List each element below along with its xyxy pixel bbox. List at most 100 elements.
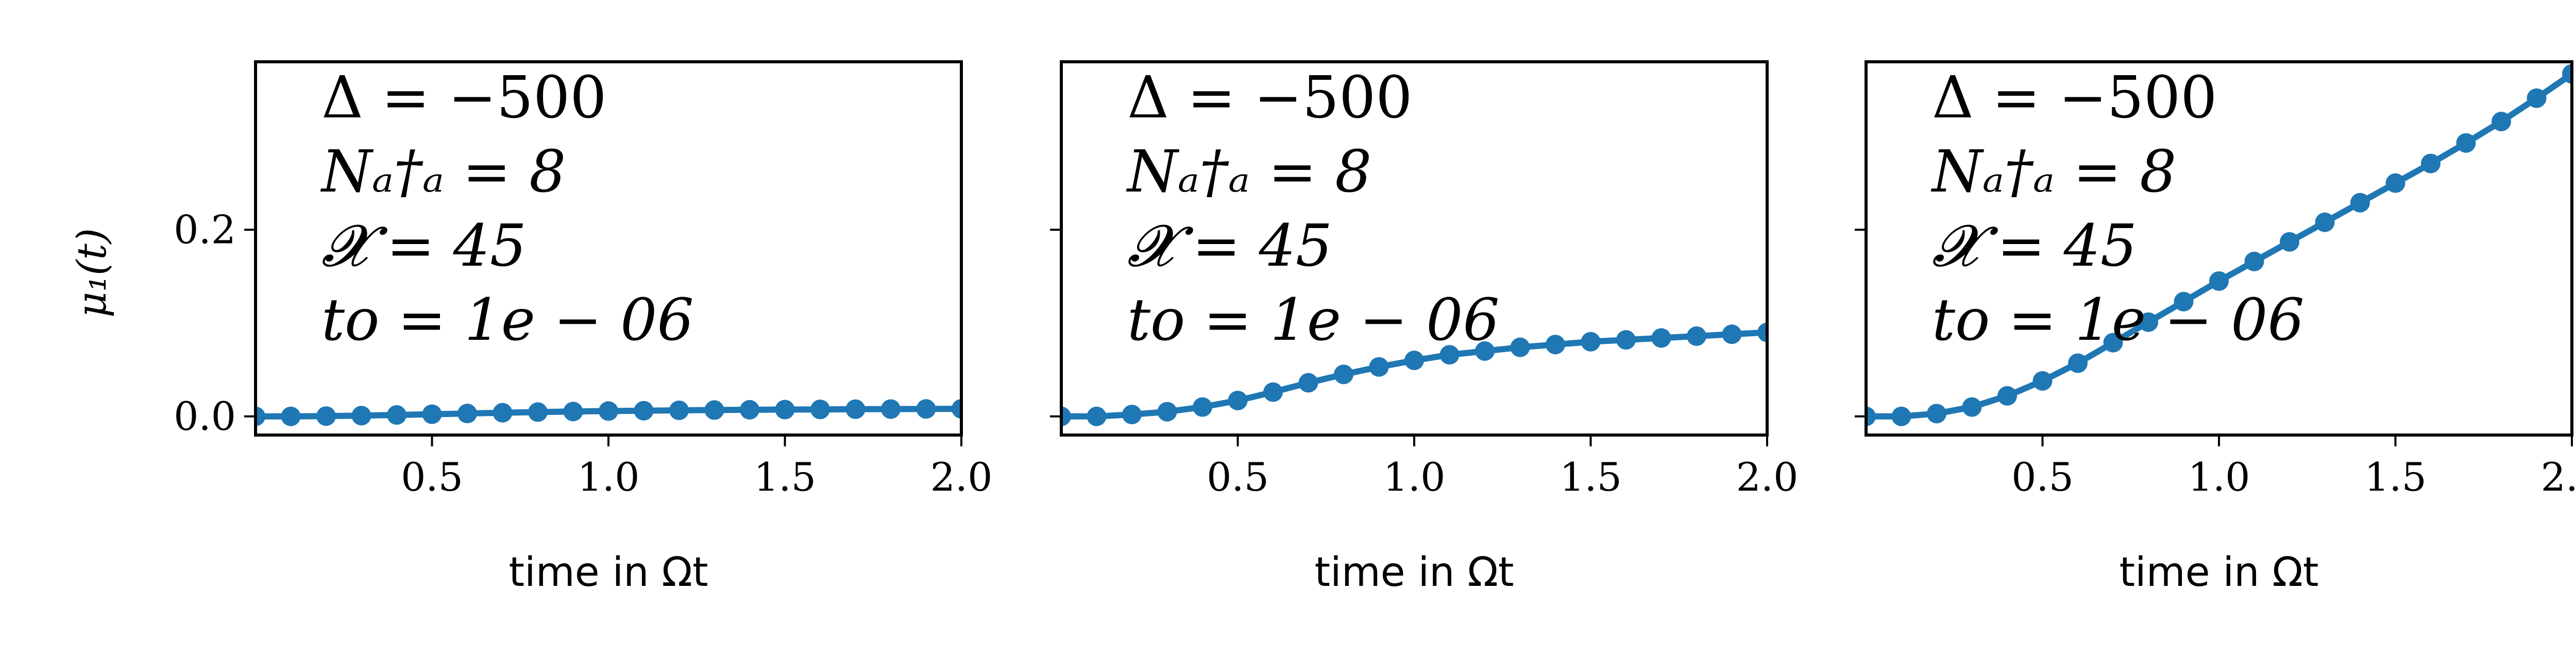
data-point xyxy=(634,401,654,421)
y-axis-label: μ₁(t) xyxy=(69,228,115,318)
x-tick-label: 1.5 xyxy=(1560,454,1622,500)
x-tick-label: 1.0 xyxy=(578,454,640,500)
data-point xyxy=(2174,291,2194,311)
data-point xyxy=(457,404,477,424)
data-point xyxy=(2139,312,2158,332)
data-point xyxy=(1157,402,1177,422)
data-point xyxy=(2315,212,2335,232)
x-tick-label: 1.5 xyxy=(754,454,816,500)
data-point xyxy=(1298,373,1318,393)
annotation-text: Nₐ†ₐ = 8 xyxy=(1930,138,2176,205)
y-tick-label: 0.0 xyxy=(174,393,236,439)
annotation-text: 𝓧 = 45 xyxy=(1932,213,2137,280)
data-point xyxy=(1757,322,1767,342)
data-point xyxy=(1439,345,1460,365)
data-point xyxy=(1866,406,1876,426)
data-point xyxy=(1687,326,1706,346)
annotation-text: to = 1e − 06 xyxy=(321,287,694,354)
x-axis-label: time in Ωt xyxy=(2119,549,2318,596)
x-tick-label: 0.5 xyxy=(2011,454,2074,500)
data-point xyxy=(2492,112,2511,131)
data-point xyxy=(810,400,830,420)
data-point xyxy=(2456,133,2476,153)
x-tick-label: 2.0 xyxy=(1736,454,1799,500)
annotation-text: Δ = −500 xyxy=(1932,64,2217,131)
data-point xyxy=(740,400,759,420)
data-point xyxy=(1193,397,1212,417)
data-point xyxy=(2280,232,2299,252)
data-point xyxy=(916,399,936,419)
data-point xyxy=(1546,335,1565,355)
data-point xyxy=(316,406,336,426)
data-point xyxy=(528,402,548,422)
data-point xyxy=(1404,351,1424,370)
data-point xyxy=(1087,406,1107,426)
data-point xyxy=(1334,365,1353,385)
y-tick-label: 0.2 xyxy=(174,206,236,252)
data-point xyxy=(1510,337,1530,357)
annotation-text: Δ = −500 xyxy=(1127,64,1413,131)
data-point xyxy=(1616,330,1636,350)
data-point xyxy=(1962,397,1982,417)
data-point xyxy=(1061,406,1071,426)
data-point xyxy=(2385,173,2405,193)
data-point xyxy=(1475,341,1495,361)
data-point xyxy=(845,399,866,419)
data-point xyxy=(2068,353,2088,373)
annotation-text: to = 1e − 06 xyxy=(1932,287,2304,354)
data-point xyxy=(563,402,583,422)
axes-frame xyxy=(254,60,963,437)
data-point xyxy=(599,401,618,421)
data-point xyxy=(1651,328,1671,348)
subplot-1: 0.5 1.0 1.5 2.0 0.0 0.2 time in Ωt Δ = −500Nₐ†ₐ… xyxy=(174,60,993,596)
x-tick-label: 2.0 xyxy=(930,454,993,500)
data-point xyxy=(2209,271,2229,291)
annotation-text: Δ = −500 xyxy=(321,64,607,131)
data-point xyxy=(2421,153,2441,174)
data-point xyxy=(281,406,301,426)
annotation-text: 𝓧 = 45 xyxy=(321,213,527,280)
data-point xyxy=(1997,386,2017,406)
data-point xyxy=(2244,251,2264,271)
data-point xyxy=(775,400,795,420)
x-axis-label: time in Ωt xyxy=(1314,549,1514,596)
axes-frame xyxy=(1060,60,1769,437)
annotation-text: to = 1e − 06 xyxy=(1127,287,1500,354)
data-point xyxy=(351,406,371,426)
data-point xyxy=(422,404,442,424)
data-point xyxy=(2562,64,2572,84)
x-tick-label: 0.5 xyxy=(401,454,463,500)
x-tick-label: 1.0 xyxy=(1383,454,1446,500)
data-point xyxy=(1122,405,1142,425)
annotation-text: 𝓧 = 45 xyxy=(1127,213,1332,280)
x-tick-label: 1.5 xyxy=(2364,454,2427,500)
data-point xyxy=(1369,357,1389,377)
data-point xyxy=(1228,390,1248,410)
data-point xyxy=(1927,404,1946,424)
data-point xyxy=(2103,333,2123,353)
data-point xyxy=(704,400,724,420)
data-point xyxy=(387,405,406,425)
x-tick-label: 2.0 xyxy=(2541,454,2576,500)
data-point xyxy=(1722,324,1742,344)
x-axis-label: time in Ωt xyxy=(509,549,708,596)
annotation-text: Nₐ†ₐ = 8 xyxy=(320,138,566,205)
data-point xyxy=(1263,382,1283,402)
data-point xyxy=(1891,406,1911,426)
data-point xyxy=(881,399,901,419)
data-point xyxy=(1581,332,1601,352)
data-point xyxy=(669,400,689,420)
data-point xyxy=(2527,88,2547,108)
axes-frame xyxy=(1865,60,2573,437)
data-point xyxy=(2032,371,2053,391)
data-point xyxy=(952,399,961,419)
data-point xyxy=(256,406,265,426)
data-point xyxy=(493,403,513,423)
annotation-text: Nₐ†ₐ = 8 xyxy=(1126,138,1371,205)
data-point xyxy=(2350,193,2370,213)
x-tick-label: 1.0 xyxy=(2188,454,2250,500)
x-tick-label: 0.5 xyxy=(1207,454,1269,500)
